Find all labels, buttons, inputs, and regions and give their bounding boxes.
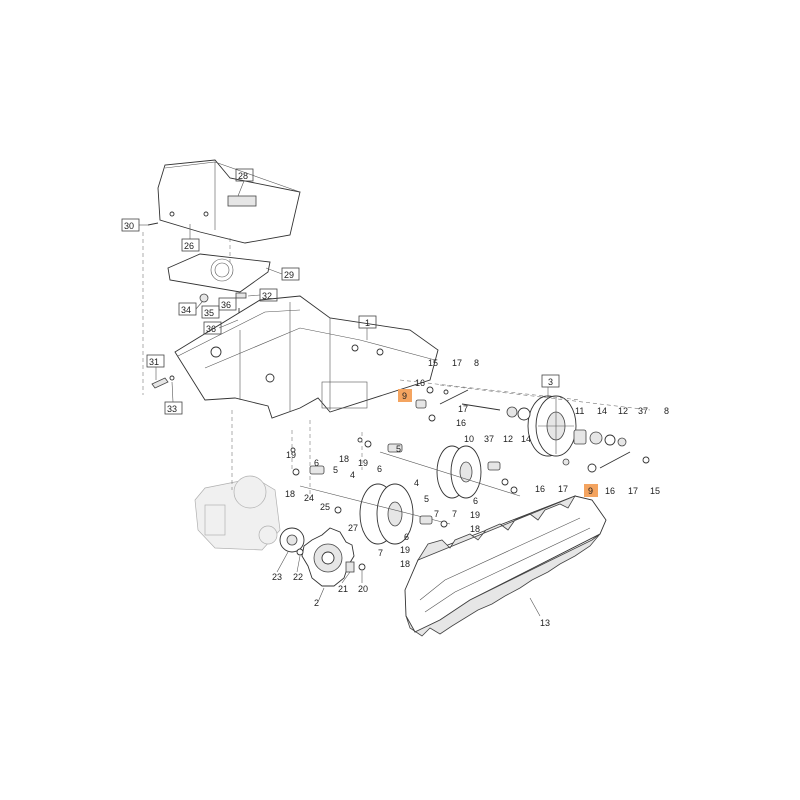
callout-12-left: 12 <box>503 434 513 444</box>
callout-18-a: 18 <box>339 454 349 464</box>
callout-12-right: 12 <box>618 406 628 416</box>
callout-8-upper: 8 <box>474 358 479 368</box>
top-cover-part <box>157 159 301 244</box>
callout-32: 32 <box>262 291 272 301</box>
callout-18-b: 18 <box>470 524 480 534</box>
small-hardware-top <box>147 222 247 389</box>
callout-24: 24 <box>304 493 314 503</box>
callout-27: 27 <box>348 523 358 533</box>
callout-7-upper: 7 <box>452 509 457 519</box>
callout-26: 26 <box>184 241 194 251</box>
callout-4-b: 4 <box>414 478 419 488</box>
callout-36-top: 36 <box>221 300 231 310</box>
callout-2: 2 <box>314 598 319 608</box>
callout-30: 30 <box>124 221 134 231</box>
callout-31: 31 <box>149 357 159 367</box>
callout-6-b: 6 <box>377 464 382 474</box>
callout-36-bottom: 36 <box>206 324 216 334</box>
callout-19-c: 19 <box>470 510 480 520</box>
callout-19-b: 19 <box>358 458 368 468</box>
callout-28: 28 <box>238 171 248 181</box>
callout-7-lower: 7 <box>378 548 383 558</box>
callout-9-right: 9 <box>588 486 593 496</box>
callout-19-d: 19 <box>400 545 410 555</box>
callout-37-left: 37 <box>484 434 494 444</box>
callout-labels: 28 30 26 29 32 34 36 35 36 1 31 33 15 17… <box>124 171 669 628</box>
callout-3: 3 <box>548 377 553 387</box>
callout-17-right-a: 17 <box>558 484 568 494</box>
callout-5-b: 5 <box>333 465 338 475</box>
callout-1: 1 <box>365 318 370 328</box>
idler-wheel-front <box>299 483 451 545</box>
callout-15-right: 15 <box>650 486 660 496</box>
callout-34: 34 <box>181 305 191 315</box>
drive-sprocket-part <box>279 527 366 587</box>
callout-17-upper-b: 17 <box>458 404 468 414</box>
callout-16-upper-b: 16 <box>456 418 466 428</box>
callout-16-right-a: 16 <box>535 484 545 494</box>
callout-21: 21 <box>338 584 348 594</box>
highlight-box-9b <box>584 484 598 497</box>
tensioner-bolts <box>415 386 469 422</box>
leader-lines <box>139 180 549 617</box>
gearbox-unit <box>194 475 281 551</box>
callout-29: 29 <box>284 270 294 280</box>
callout-23: 23 <box>272 572 282 582</box>
callout-37-right: 37 <box>638 406 648 416</box>
callout-8-right: 8 <box>664 406 669 416</box>
callout-4-a: 4 <box>350 470 355 480</box>
callout-17-upper: 17 <box>452 358 462 368</box>
rear-axle-hardware <box>461 403 650 473</box>
callout-6-a: 6 <box>314 458 319 468</box>
callout-18-c: 18 <box>400 559 410 569</box>
highlight-box-9a <box>398 389 412 402</box>
callout-7-mid: 7 <box>434 509 439 519</box>
callout-10: 10 <box>464 434 474 444</box>
callout-16-upper-a: 16 <box>415 378 425 388</box>
callout-19-a: 19 <box>286 450 296 460</box>
callout-5-c: 5 <box>424 494 429 504</box>
assembly-guide-lines <box>142 232 651 500</box>
callout-18-d: 18 <box>285 489 295 499</box>
callout-6-c: 6 <box>473 496 478 506</box>
callout-14-left: 14 <box>521 434 531 444</box>
mounting-plate-part <box>167 253 271 293</box>
rubber-track-part <box>404 495 607 637</box>
callout-6-d: 6 <box>404 532 409 542</box>
callout-13: 13 <box>540 618 550 628</box>
callout-35: 35 <box>204 308 214 318</box>
callout-22: 22 <box>293 572 303 582</box>
callout-16-right-b: 16 <box>605 486 615 496</box>
tensioner-wheel-part <box>527 395 577 457</box>
callout-14-right: 14 <box>597 406 607 416</box>
callout-9-left: 9 <box>402 391 407 401</box>
callout-17-right-b: 17 <box>628 486 638 496</box>
callout-33: 33 <box>167 404 177 414</box>
main-frame-part <box>174 295 439 419</box>
callout-11: 11 <box>575 406 584 416</box>
callout-5-a: 5 <box>396 444 401 454</box>
callout-25: 25 <box>320 502 330 512</box>
callout-boxes <box>121 168 598 497</box>
callout-20: 20 <box>358 584 368 594</box>
callout-15-upper: 15 <box>428 358 438 368</box>
axle-hardware <box>290 437 518 528</box>
idler-wheel-rear <box>379 445 521 499</box>
